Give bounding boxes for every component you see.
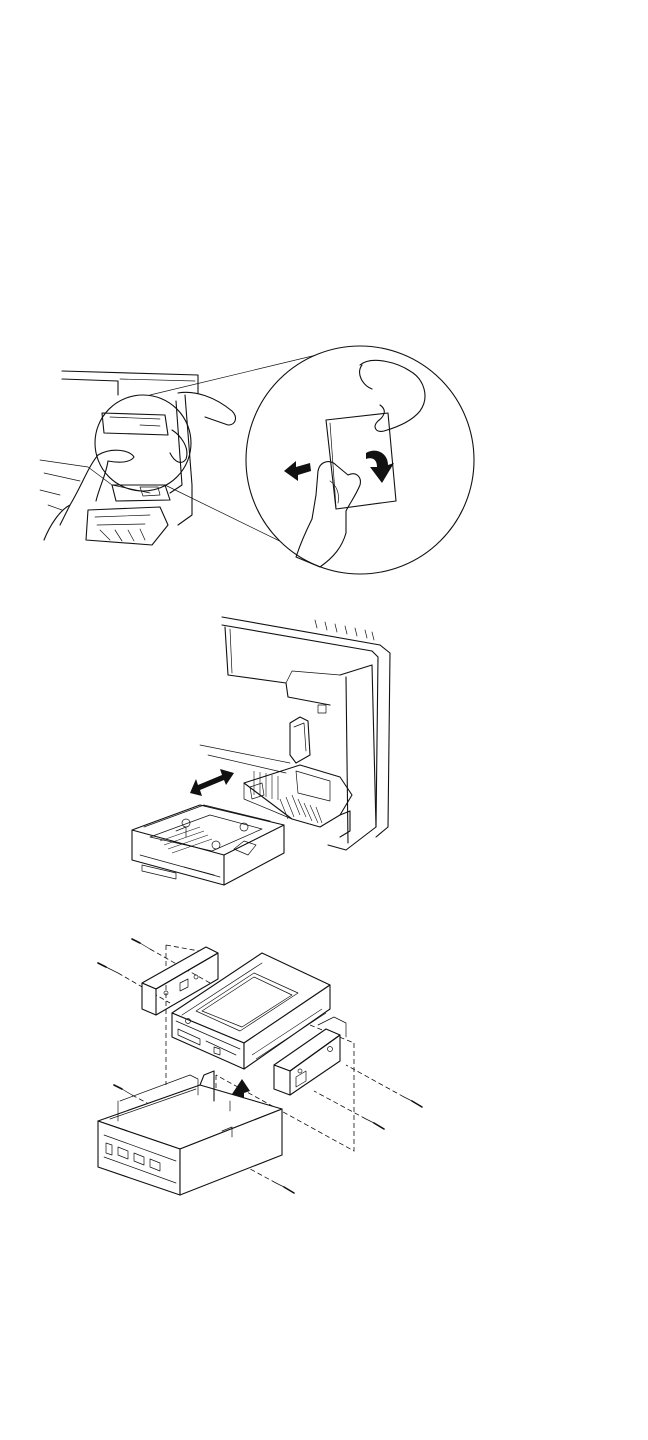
computer-tower (40, 371, 198, 545)
zoom-source-circle (95, 395, 191, 491)
figure-remove-bezel (0, 335, 648, 585)
exploded-assembly-illustration (0, 925, 648, 1225)
figure-exploded-assembly (0, 925, 648, 1225)
drive-tray-base (98, 1071, 282, 1195)
remove-bezel-illustration (0, 335, 648, 585)
slide-tray-illustration (0, 605, 648, 905)
magnifier-circle-icon (246, 346, 474, 574)
figure-slide-tray (0, 605, 648, 905)
double-arrow-icon (190, 769, 234, 796)
drive-tray (132, 805, 284, 885)
